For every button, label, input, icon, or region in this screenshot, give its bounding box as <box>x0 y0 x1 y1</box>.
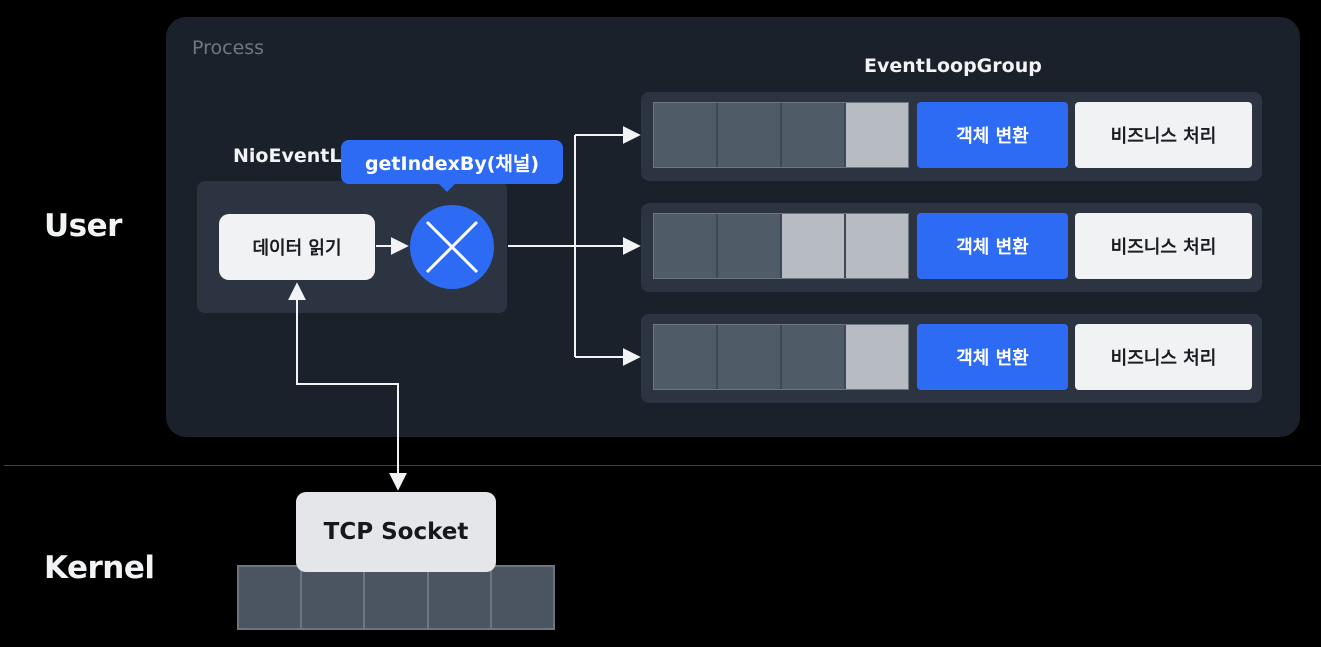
queue-slot <box>718 325 782 389</box>
cross-icon <box>425 220 479 274</box>
buffer-slot <box>239 567 303 628</box>
nio-event-loop-label: NioEventL <box>233 145 342 167</box>
buffer-slot <box>428 567 492 628</box>
queue-slot <box>846 214 908 278</box>
buffer-slot <box>302 567 366 628</box>
socket-buffer-queue <box>237 565 555 630</box>
queue-slot <box>654 214 718 278</box>
read-data-box: 데이터 읽기 <box>219 214 375 280</box>
process-label: Process <box>192 37 265 59</box>
business-process-box: 비즈니스 처리 <box>1075 324 1252 390</box>
get-index-tooltip: getIndexBy(채널) <box>341 140 563 184</box>
tooltip-tail <box>438 183 456 192</box>
queue-slot <box>782 325 846 389</box>
queue-slot <box>846 103 908 167</box>
business-process-box: 비즈니스 처리 <box>1075 102 1252 168</box>
queue-slot <box>782 214 846 278</box>
task-queue <box>653 324 909 390</box>
event-loop-group-label: EventLoopGroup <box>864 55 1042 77</box>
queue-slot <box>846 325 908 389</box>
queue-slot <box>654 325 718 389</box>
kernel-layer-label: Kernel <box>44 550 155 586</box>
queue-slot <box>654 103 718 167</box>
buffer-slot <box>491 567 554 628</box>
business-process-box: 비즈니스 처리 <box>1075 213 1252 279</box>
user-layer-label: User <box>44 208 122 244</box>
object-convert-box: 객체 변환 <box>917 102 1068 168</box>
queue-slot <box>718 214 782 278</box>
object-convert-box: 객체 변환 <box>917 213 1068 279</box>
task-queue <box>653 213 909 279</box>
tcp-socket-box: TCP Socket <box>296 492 496 572</box>
selector-cross-icon <box>410 205 494 289</box>
user-kernel-divider <box>4 465 1321 466</box>
object-convert-box: 객체 변환 <box>917 324 1068 390</box>
task-queue <box>653 102 909 168</box>
queue-slot <box>718 103 782 167</box>
queue-slot <box>782 103 846 167</box>
buffer-slot <box>365 567 429 628</box>
